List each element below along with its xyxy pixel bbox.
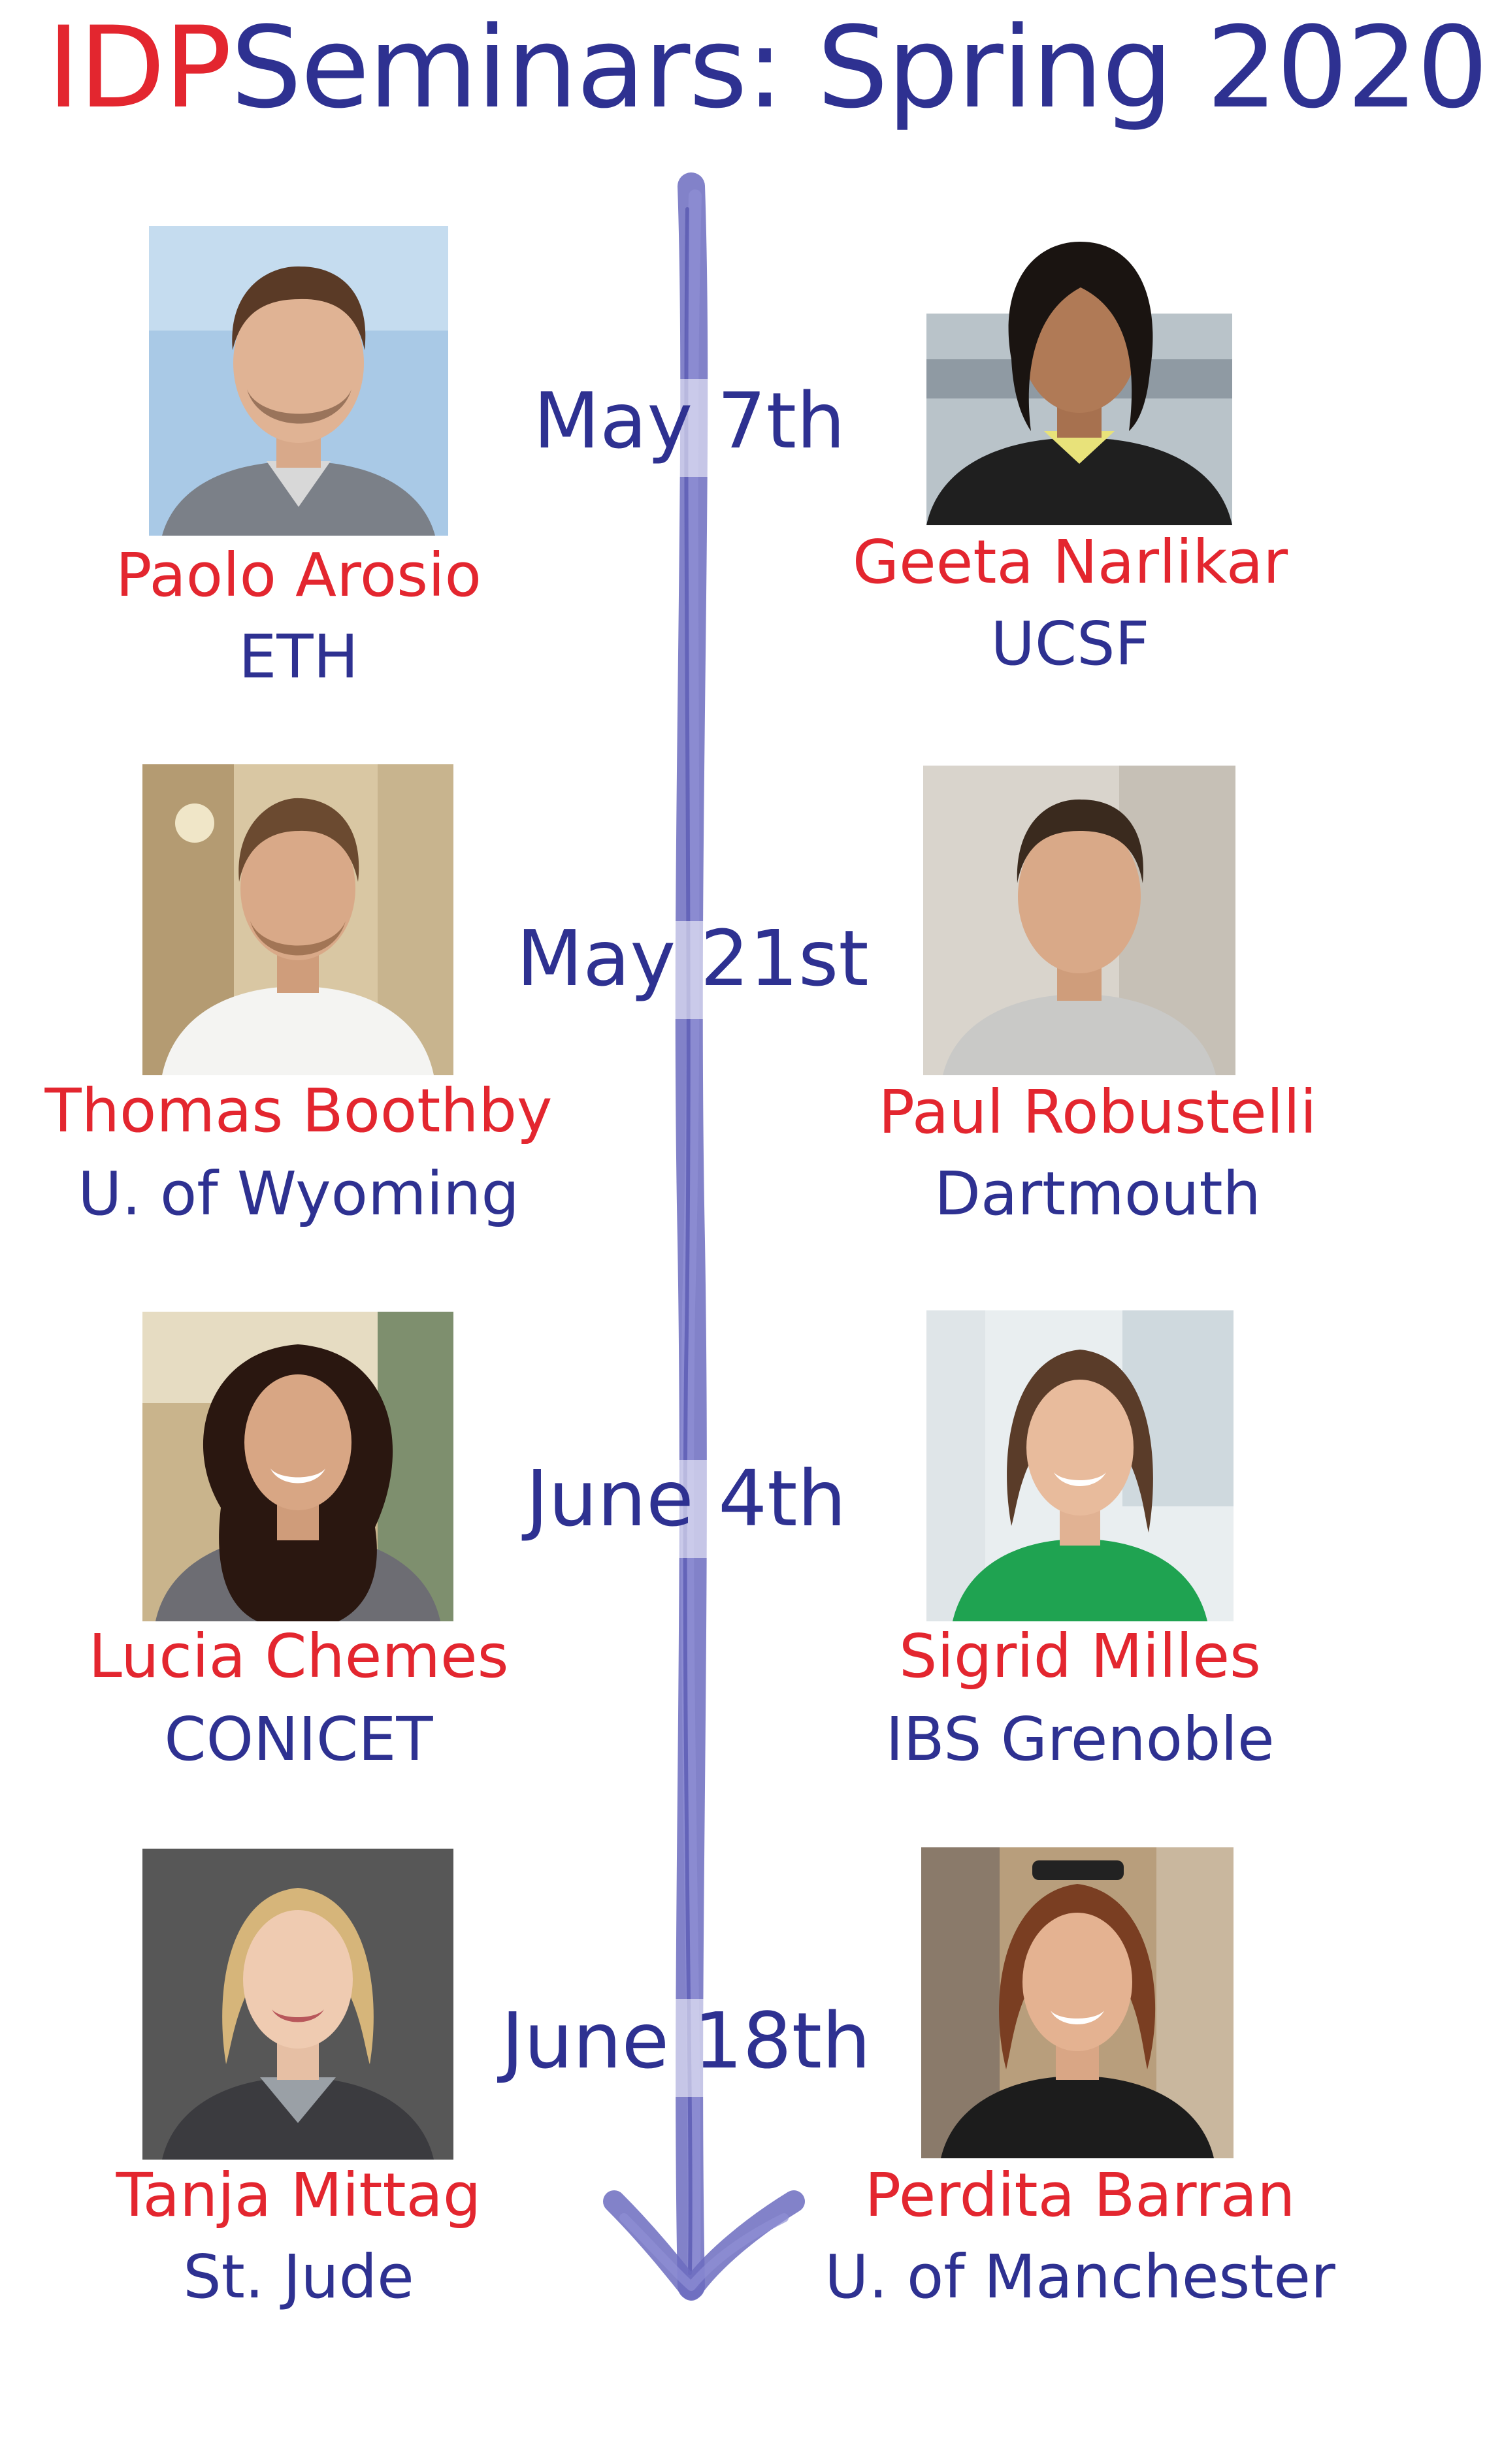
session-date: June 4th (525, 1453, 847, 1544)
speaker-name: Lucia Chemes (88, 1621, 509, 1691)
speaker-photo (921, 1847, 1234, 2158)
title-rest: Seminars: Spring 2020 (230, 2, 1487, 133)
timeline-arrow (603, 172, 805, 2301)
speaker-affiliation: ETH (238, 622, 359, 692)
session-date: June 18th (501, 1996, 871, 2086)
session-date: May 21st (516, 913, 869, 1003)
poster: IDPSeminars: Spring 2020 May 7th (44, 11, 1487, 2312)
speaker-photo (926, 216, 1232, 525)
speaker-affiliation: U. of Manchester (825, 2242, 1335, 2312)
speaker-photo (926, 1310, 1234, 1621)
speaker-photo (142, 1312, 453, 1621)
speaker-affiliation: Dartmouth (934, 1159, 1261, 1229)
session-date: May 7th (533, 376, 845, 466)
speaker-name: Sigrid Milles (899, 1621, 1261, 1691)
speaker-name: Thomas Boothby (44, 1076, 553, 1146)
speaker-affiliation: St. Jude (183, 2242, 414, 2312)
speaker-affiliation: U. of Wyoming (78, 1159, 519, 1229)
speaker-affiliation: UCSF (990, 609, 1150, 679)
speaker-photo (923, 766, 1235, 1075)
speaker-name: Paul Robustelli (878, 1077, 1317, 1147)
speaker-name: Geeta Narlikar (852, 527, 1288, 597)
speaker-name: Tanja Mittag (116, 2160, 482, 2230)
page-title: IDPSeminars: Spring 2020 (47, 12, 1487, 124)
speaker-name: Perdita Barran (864, 2160, 1296, 2230)
title-idp: IDP (47, 2, 232, 133)
speaker-photo (142, 764, 453, 1075)
speaker-name: Paolo Arosio (116, 540, 482, 610)
speaker-photo (142, 1849, 453, 2160)
speaker-photo (149, 226, 448, 536)
speaker-affiliation: CONICET (164, 1704, 433, 1774)
speaker-affiliation: IBS Grenoble (885, 1704, 1275, 1774)
